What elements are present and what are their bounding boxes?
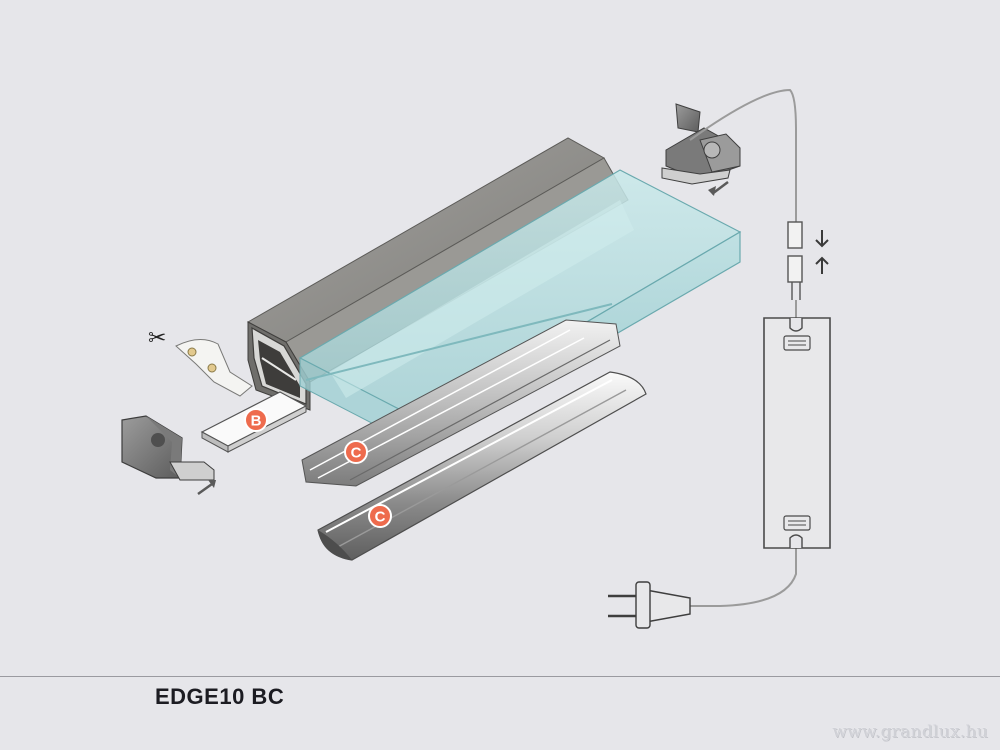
cable	[689, 88, 797, 607]
callout-c-clip: C	[344, 440, 368, 464]
svg-text:✂: ✂	[148, 326, 166, 351]
led-strip	[175, 339, 253, 397]
plug-icon	[608, 581, 691, 629]
callout-c-round: C	[368, 504, 392, 528]
arrow-icon	[208, 480, 216, 488]
callout-b-letter: B	[251, 413, 262, 430]
callout-b: B	[244, 408, 268, 432]
connector-icon	[787, 221, 829, 300]
callout-c-round-letter: C	[375, 509, 386, 526]
arrow-icon	[708, 186, 716, 196]
callout-c-clip-letter: C	[351, 445, 362, 462]
end-cap-left	[121, 415, 216, 496]
scissors-icon: ✂	[148, 326, 166, 351]
product-code: EDGE10 BC	[155, 684, 285, 709]
end-cap-right	[661, 103, 741, 196]
footer-divider	[0, 676, 1000, 677]
watermark: www.grandlux.hu	[832, 722, 988, 742]
power-supply-icon	[763, 317, 831, 549]
